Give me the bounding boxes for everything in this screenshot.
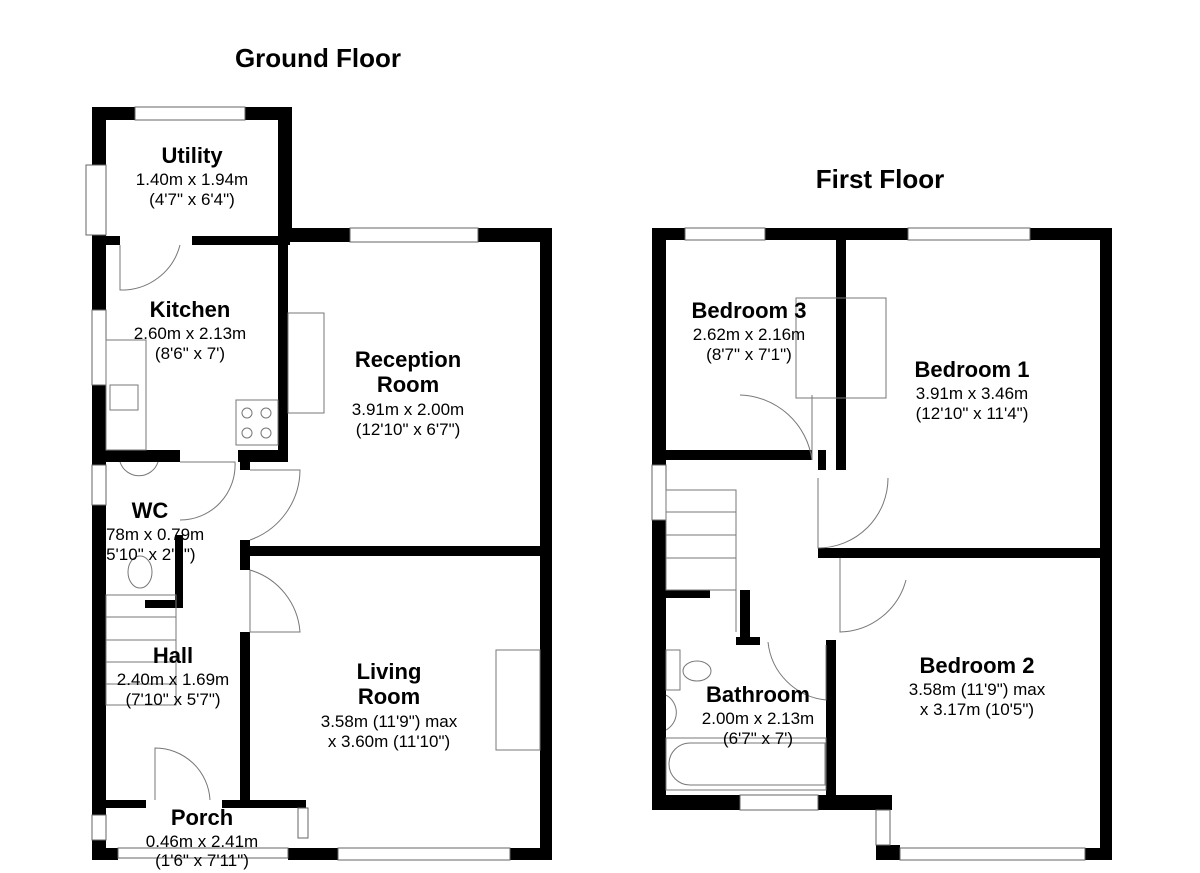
- room-imperial: (1'6" x 7'11"): [155, 851, 249, 870]
- room-porch: Porch 0.46m x 2.41m (1'6" x 7'11"): [146, 805, 258, 870]
- room-imperial: (12'10" x 11'4"): [916, 404, 1029, 423]
- room-metric: 3.91m x 3.46m: [916, 384, 1028, 403]
- room-utility: Utility 1.40m x 1.94m (4'7" x 6'4"): [136, 143, 248, 209]
- room-imperial: (12'10" x 6'7"): [356, 420, 461, 439]
- room-metric: 1.78m x 0.79m: [92, 525, 204, 544]
- room-imperial: x 3.17m (10'5"): [920, 700, 1034, 719]
- room-metric: 2.40m x 1.69m: [117, 670, 229, 689]
- first-floor-title: First Floor: [816, 164, 945, 194]
- room-imperial: (5'10" x 2'7"): [100, 545, 195, 564]
- ground-floor-fixtures: [105, 244, 541, 801]
- room-metric: 0.46m x 2.41m: [146, 832, 258, 851]
- room-metric: 2.00m x 2.13m: [702, 709, 814, 728]
- first-floor-windows: [651, 227, 1086, 861]
- ground-floor-title: Ground Floor: [235, 43, 401, 73]
- room-name: Porch: [171, 805, 233, 830]
- room-imperial: x 3.60m (11'10"): [328, 732, 450, 751]
- room-name-line2: Room: [377, 372, 439, 397]
- room-name: Utility: [161, 143, 223, 168]
- room-hall: Hall 2.40m x 1.69m (7'10" x 5'7"): [117, 643, 229, 709]
- room-bedroom-1: Bedroom 1 3.91m x 3.46m (12'10" x 11'4"): [915, 357, 1030, 423]
- room-name: WC: [132, 498, 169, 523]
- room-name: Bedroom 2: [920, 653, 1035, 678]
- room-bedroom-3: Bedroom 3 2.62m x 2.16m (8'7" x 7'1"): [692, 298, 807, 364]
- room-wc: WC 1.78m x 0.79m (5'10" x 2'7"): [92, 498, 204, 564]
- room-name: Bedroom 3: [692, 298, 807, 323]
- room-imperial: (4'7" x 6'4"): [149, 190, 235, 209]
- room-kitchen: Kitchen 2.60m x 2.13m (8'6" x 7'): [134, 297, 246, 363]
- room-imperial: (7'10" x 5'7"): [125, 690, 220, 709]
- ground-floor-windows: [85, 106, 511, 861]
- room-name: Living: [357, 659, 422, 684]
- room-metric: 2.62m x 2.16m: [693, 325, 805, 344]
- room-reception: Reception Room 3.91m x 2.00m (12'10" x 6…: [352, 347, 464, 439]
- room-imperial: (6'7" x 7'): [723, 729, 793, 748]
- first-floor-fixtures: [665, 297, 907, 791]
- room-name: Hall: [153, 643, 193, 668]
- room-imperial: (8'7" x 7'1"): [706, 345, 792, 364]
- room-name-line2: Room: [358, 684, 420, 709]
- room-living: Living Room 3.58m (11'9") max x 3.60m (1…: [321, 659, 458, 751]
- room-bathroom: Bathroom 2.00m x 2.13m (6'7" x 7'): [702, 682, 814, 748]
- room-bedroom-2: Bedroom 2 3.58m (11'9") max x 3.17m (10'…: [909, 653, 1046, 719]
- room-metric: 3.58m (11'9") max: [321, 712, 458, 731]
- room-name: Reception: [355, 347, 461, 372]
- ground-floor-walls: [92, 107, 552, 860]
- room-metric: 3.58m (11'9") max: [909, 680, 1046, 699]
- room-metric: 1.40m x 1.94m: [136, 170, 248, 189]
- room-name: Bedroom 1: [915, 357, 1030, 382]
- room-metric: 2.60m x 2.13m: [134, 324, 246, 343]
- room-name: Bathroom: [706, 682, 810, 707]
- room-name: Kitchen: [150, 297, 231, 322]
- room-imperial: (8'6" x 7'): [155, 344, 225, 363]
- room-metric: 3.91m x 2.00m: [352, 400, 464, 419]
